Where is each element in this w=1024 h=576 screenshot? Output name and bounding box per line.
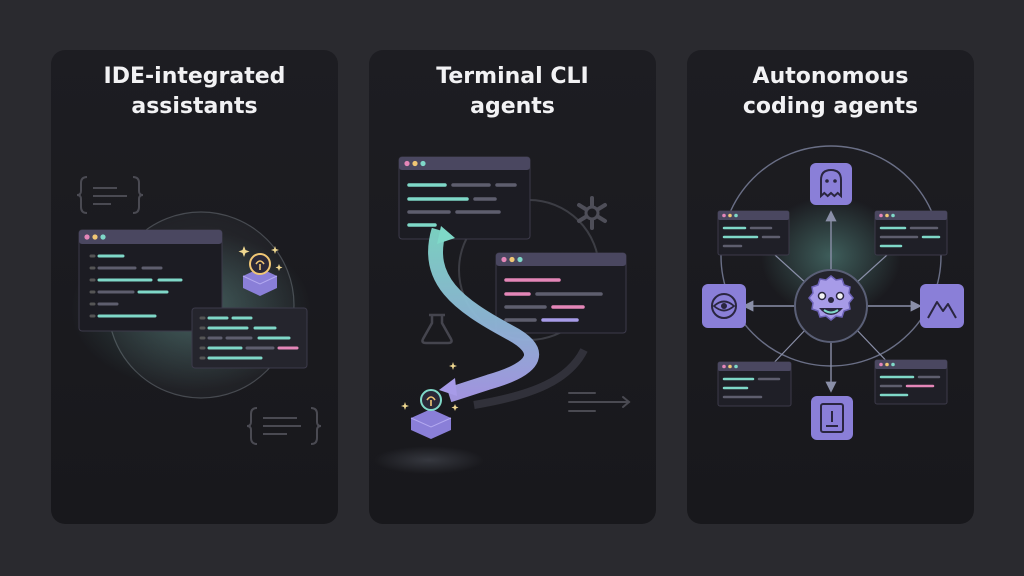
panel-title: IDE-integrated assistants	[103, 64, 286, 119]
lightbulb-cube-icon	[374, 362, 484, 474]
agent-window-top-left	[717, 210, 790, 256]
code-brackets-icon	[76, 176, 144, 214]
autonomous-illustration	[702, 145, 964, 440]
code-window-main	[78, 229, 223, 332]
agent-window-bottom-right	[874, 359, 948, 405]
ghost-icon	[810, 163, 852, 205]
code-window-secondary	[191, 307, 308, 369]
ide-illustration	[71, 176, 322, 445]
panel-autonomous-coding-agents: Autonomous coding agents	[687, 50, 974, 524]
panel-title: Terminal CLI agents	[436, 64, 589, 119]
agent-window-bottom-left	[717, 361, 792, 407]
panel-terminal-cli-agents: Terminal CLI agents	[369, 50, 656, 524]
lightbulb-cube-icon	[238, 246, 283, 296]
document-icon	[811, 396, 853, 440]
agent-window-top-right	[874, 210, 948, 256]
panel-title: Autonomous coding agents	[742, 64, 919, 119]
flow-ribbon-arrow	[428, 226, 588, 409]
panel-ide-assistants: IDE-integrated assistants	[51, 50, 338, 524]
cli-illustration	[374, 156, 631, 474]
snowflake-icon	[577, 196, 607, 230]
terminal-window-top	[398, 156, 531, 240]
flask-icon	[421, 313, 453, 345]
terminal-window-bottom	[495, 252, 627, 334]
arrow-right-icon	[568, 392, 631, 412]
mountain-icon	[920, 284, 964, 328]
eye-icon	[702, 284, 746, 328]
robot-face-icon	[794, 269, 868, 343]
code-brackets-icon	[246, 407, 322, 445]
